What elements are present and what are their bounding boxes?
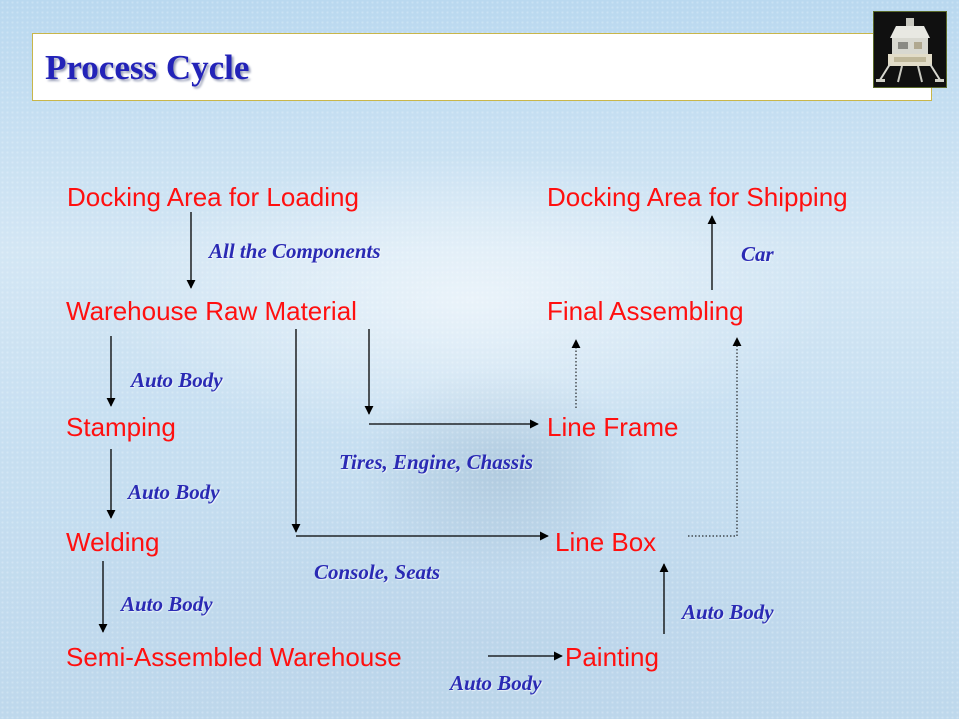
label-auto-body-4: Auto Body [682, 600, 774, 624]
node-stamping: Stamping [66, 412, 176, 442]
arrow-line-box-to-assembling [688, 337, 742, 537]
label-all-components: All the Components [209, 239, 381, 263]
node-semi-assembled: Semi-Assembled Warehouse [66, 642, 402, 672]
lunar-module-icon [873, 11, 947, 88]
node-warehouse-raw: Warehouse Raw Material [66, 296, 357, 326]
node-welding: Welding [66, 527, 160, 557]
label-auto-body-2: Auto Body [128, 480, 220, 504]
label-auto-body-3: Auto Body [121, 592, 213, 616]
label-auto-body-1: Auto Body [131, 368, 223, 392]
title-bar: Process Cycle [32, 33, 932, 101]
page-title: Process Cycle [45, 48, 250, 87]
node-line-frame: Line Frame [547, 412, 679, 442]
node-docking-loading: Docking Area for Loading [67, 182, 359, 212]
label-tires-engine-chassis: Tires, Engine, Chassis [339, 450, 534, 474]
node-final-assembling: Final Assembling [547, 296, 744, 326]
label-console-seats: Console, Seats [314, 560, 441, 584]
node-line-box: Line Box [555, 527, 657, 557]
node-docking-shipping: Docking Area for Shipping [547, 182, 848, 212]
label-auto-body-5: Auto Body [450, 671, 542, 695]
label-car: Car [741, 242, 774, 266]
node-painting: Painting [565, 642, 659, 672]
